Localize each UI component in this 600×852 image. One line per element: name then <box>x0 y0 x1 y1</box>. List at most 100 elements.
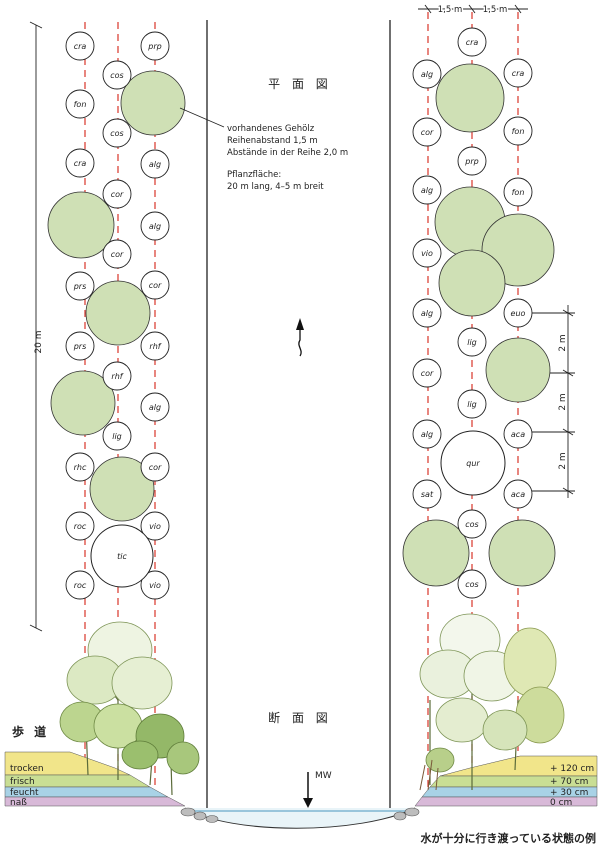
plant-label: cor <box>149 463 162 472</box>
existing-tree <box>89 456 155 522</box>
plant-label: euo <box>511 309 526 318</box>
plant-marker <box>65 271 95 301</box>
plant-label: cra <box>512 69 525 78</box>
band-label-wet: naß <box>10 798 27 808</box>
plant-label: aca <box>511 430 525 439</box>
band-label-120: + 120 cm <box>550 764 594 774</box>
plant-marker <box>140 331 170 361</box>
spacing-dimension <box>530 305 575 498</box>
plant-marker <box>65 148 95 178</box>
band-label-0: 0 cm <box>550 798 572 808</box>
plant-marker <box>503 116 533 146</box>
plant-marker <box>102 118 132 148</box>
plant-marker <box>412 59 442 89</box>
plant-marker <box>65 452 95 482</box>
plant-marker <box>457 146 487 176</box>
existing-tree <box>435 63 505 133</box>
plant-label: rhc <box>74 463 87 472</box>
plant-label: fon <box>512 127 525 136</box>
plant-label: cos <box>110 71 123 80</box>
plant-marker <box>457 27 487 57</box>
existing-tree <box>488 519 556 587</box>
plant-label: sat <box>421 490 434 499</box>
mean-water-arrow <box>303 772 313 808</box>
plant-label: lig <box>112 432 122 441</box>
plant-marker <box>412 117 442 147</box>
plant-marker <box>102 179 132 209</box>
row-spacing-label-1: 1,5 m <box>438 5 463 15</box>
plant-marker <box>65 331 95 361</box>
plant-label: rhf <box>111 372 123 381</box>
plant-marker <box>102 361 132 391</box>
row-spacing-label-2: 1,5 m <box>483 5 508 15</box>
plant-label: cor <box>421 128 434 137</box>
flow-arrow <box>296 318 304 357</box>
plant-label: fon <box>512 188 525 197</box>
plant-label: vio <box>149 581 161 590</box>
plant-marker <box>65 31 95 61</box>
plant-label: rhf <box>149 342 161 351</box>
plant-label: aca <box>511 490 525 499</box>
plant-marker <box>412 238 442 268</box>
plant-label: cos <box>110 129 123 138</box>
row-spacing-dimension <box>418 4 528 14</box>
existing-tree <box>485 337 551 403</box>
plant-marker <box>140 570 170 600</box>
plant-label: cor <box>111 190 124 199</box>
plant-label: prp <box>147 42 161 51</box>
annotation-line-3: Abstände in der Reihe 2,0 m <box>227 148 348 158</box>
annotation-line-4: Pflanzfläche: <box>227 170 281 180</box>
band-label-30: + 30 cm <box>550 788 588 798</box>
plant-label: prs <box>73 342 87 351</box>
plant-marker <box>102 60 132 90</box>
plant-label: alg <box>421 186 433 195</box>
plant-label: cor <box>111 250 124 259</box>
existing-tree <box>47 191 115 259</box>
plant-marker <box>457 509 487 539</box>
plant-marker <box>140 270 170 300</box>
annotation: vorhandenes Gehölz Reihenabstand 1,5 m A… <box>227 124 348 192</box>
plant-label: prp <box>464 157 478 166</box>
length-dimension <box>29 21 43 632</box>
plant-marker <box>412 175 442 205</box>
plant-marker <box>65 570 95 600</box>
plant-label: roc <box>74 522 87 531</box>
plan-view-title: 平 面 図 <box>268 77 332 91</box>
plant-label: cor <box>421 369 434 378</box>
plant-marker <box>457 327 487 357</box>
stream-channel <box>180 807 420 829</box>
plant-label: fon <box>74 100 87 109</box>
plant-label: cos <box>465 520 478 529</box>
plant-marker <box>65 89 95 119</box>
length-label: 20 m <box>34 330 44 353</box>
plant-label: alg <box>421 309 433 318</box>
large-tree-tic <box>90 524 154 588</box>
annotation-line-2: Reihenabstand 1,5 m <box>227 136 318 146</box>
plant-marker <box>503 479 533 509</box>
plant-marker <box>140 392 170 422</box>
spacing-label-b: 2 m <box>558 393 568 410</box>
plant-marker <box>457 569 487 599</box>
plant-marker <box>412 419 442 449</box>
existing-tree <box>402 519 470 587</box>
plant-marker <box>102 239 132 269</box>
plant-label: roc <box>74 581 87 590</box>
left-soil-bands <box>4 751 186 807</box>
plant-marker <box>140 511 170 541</box>
annotation-line-1: vorhandenes Gehölz <box>227 124 315 134</box>
band-label-fresh: frisch <box>10 777 35 787</box>
large-tree-qur <box>440 430 506 496</box>
plant-label: alg <box>149 403 161 412</box>
existing-tree <box>85 280 151 346</box>
plant-markers: crafoncraprsprsrhcrocroccoscoscorcorrhfl… <box>65 27 533 600</box>
existing-tree <box>438 249 506 317</box>
plant-label: vio <box>149 522 161 531</box>
existing-tree <box>120 70 186 136</box>
sidewalk-label: 歩 道 <box>12 724 49 739</box>
plant-label: cra <box>466 38 479 47</box>
plant-label: alg <box>149 160 161 169</box>
plant-marker <box>412 479 442 509</box>
plant-marker <box>140 211 170 241</box>
plant-marker <box>140 31 170 61</box>
plant-marker <box>503 177 533 207</box>
